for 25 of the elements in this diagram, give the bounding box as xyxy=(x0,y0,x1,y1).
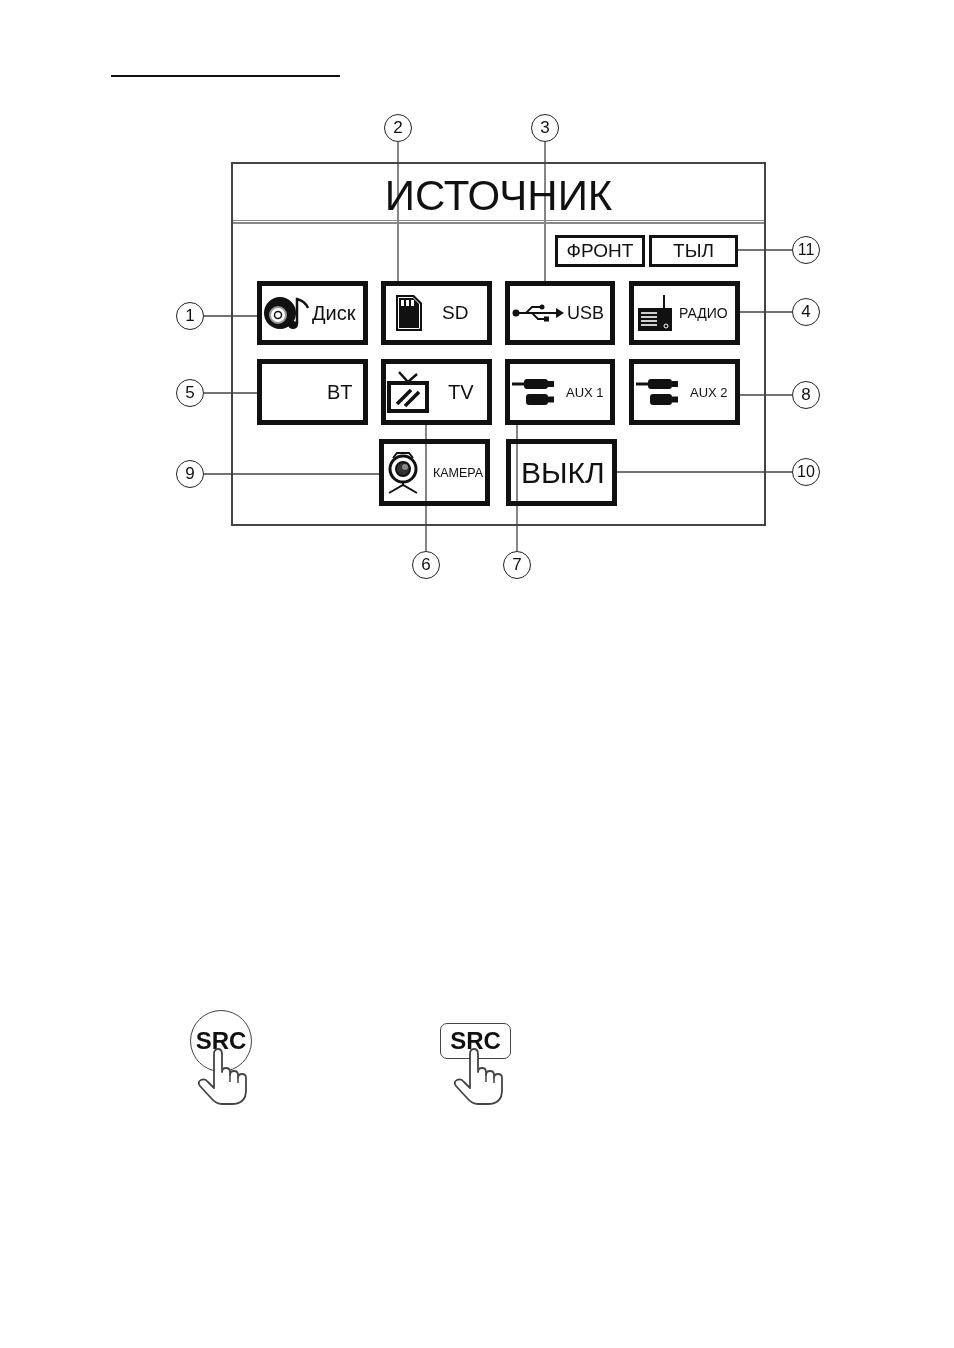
tab-button: ФРОНТ xyxy=(555,235,645,267)
source-button: РАДИО xyxy=(629,281,740,345)
leader-line xyxy=(397,141,399,282)
leader-line xyxy=(737,249,793,251)
source-button: BT xyxy=(257,359,368,425)
source-button: ВЫКЛ xyxy=(506,439,617,506)
leader-line xyxy=(739,311,793,313)
leader-line xyxy=(739,394,793,396)
tab-button: ТЫЛ xyxy=(649,235,738,267)
source-button: SD xyxy=(381,281,492,345)
leader-line xyxy=(203,315,258,317)
source-button: КАМЕРА xyxy=(379,439,490,506)
leader-line xyxy=(203,392,258,394)
leader-line xyxy=(616,471,793,473)
leader-line xyxy=(544,141,546,282)
source-button: TV xyxy=(381,359,492,425)
source-button: AUX 1 xyxy=(505,359,615,425)
screen-panel xyxy=(231,162,766,526)
leader-line xyxy=(516,424,518,552)
source-button: AUX 2 xyxy=(629,359,740,425)
screen-title: ИСТОЧНИК xyxy=(384,172,613,220)
leader-line xyxy=(425,424,427,552)
leader-line xyxy=(203,473,380,475)
source-button: USB xyxy=(505,281,615,345)
source-button: Диск xyxy=(257,281,368,345)
